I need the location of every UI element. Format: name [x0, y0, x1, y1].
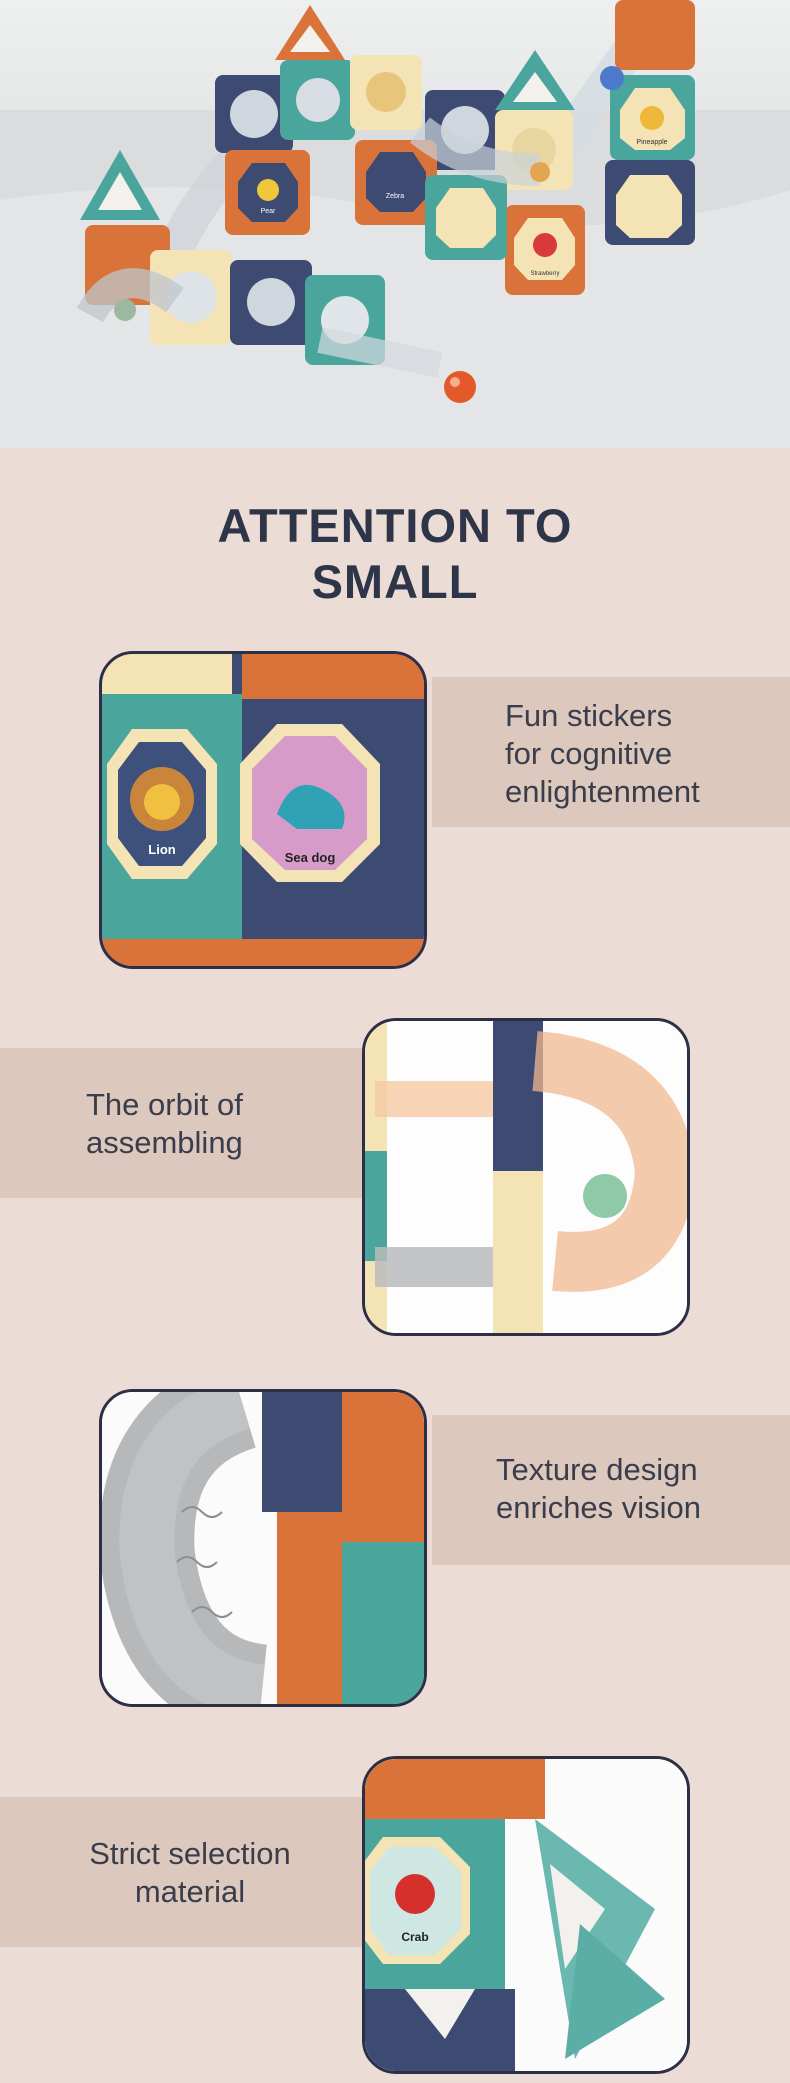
- toy-block: [425, 175, 507, 260]
- feature-4-line-2: material: [134, 1874, 246, 1909]
- toy-block: [215, 75, 293, 153]
- seal-sticker-icon: [277, 784, 345, 829]
- crab-sticker-icon: [395, 1874, 435, 1914]
- heading-line-1: ATTENTION TO: [217, 499, 573, 552]
- feature-band-1: [432, 677, 790, 827]
- feature-1-line-3: enlightenment: [505, 774, 700, 809]
- feature-band-2: [0, 1048, 362, 1198]
- marble-ball: [583, 1174, 627, 1218]
- toy-block: [350, 55, 422, 130]
- toy-block: Strawberry: [505, 205, 585, 295]
- toy-block: [615, 0, 695, 70]
- toy-block: [605, 160, 695, 245]
- toy-block: Pineapple: [610, 75, 695, 160]
- feature-band-3: [432, 1415, 790, 1565]
- heading-line-2: SMALL: [311, 555, 479, 608]
- feature-4-line-1: Strict selection: [89, 1836, 291, 1871]
- hero-product-image: Pineapple Pear: [0, 0, 790, 448]
- toy-block: [230, 260, 312, 345]
- marble-ball: [600, 66, 624, 90]
- feature-3-text: Texture design enriches vision: [496, 1451, 701, 1527]
- feature-4-photo: Crab: [362, 1756, 690, 2074]
- feature-2-photo: [362, 1018, 690, 1336]
- marble-ball: [444, 371, 476, 403]
- hero-sticker-label: Zebra: [386, 193, 404, 200]
- feature-2-line-1: The orbit of: [86, 1087, 243, 1122]
- feature-3-line-2: enriches vision: [496, 1490, 702, 1525]
- sticker-label-crab: Crab: [401, 1930, 428, 1944]
- feature-band-4: [0, 1797, 362, 1947]
- hero-sticker-label: Strawberry: [530, 271, 559, 277]
- hero-sticker-label: Pear: [261, 208, 276, 215]
- toy-block: Zebra: [355, 140, 437, 225]
- marble-run-toy-illustration: Pineapple Pear: [0, 0, 790, 448]
- marble-ball: [114, 299, 136, 321]
- feature-1-line-1: Fun stickers: [505, 698, 673, 733]
- feature-3-photo: [99, 1389, 427, 1707]
- feature-3-line-1: Texture design: [496, 1452, 698, 1487]
- section-heading: ATTENTION TO SMALL: [0, 498, 790, 610]
- feature-1-line-2: for cognitive: [505, 736, 673, 771]
- sticker-label-sea-dog: Sea dog: [285, 850, 336, 865]
- toy-block: Pear: [225, 150, 310, 235]
- feature-2-text: The orbit of assembling: [86, 1086, 243, 1162]
- hero-sticker-label: Pineapple: [636, 139, 667, 146]
- sticker-label-lion: Lion: [148, 842, 175, 857]
- toy-block: [280, 60, 355, 140]
- feature-1-text: Fun stickers for cognitive enlightenment: [505, 697, 700, 811]
- feature-2-line-2: assembling: [86, 1125, 243, 1160]
- feature-4-text: Strict selection material: [0, 1835, 380, 1911]
- feature-1-photo: Lion Sea dog: [99, 651, 427, 969]
- marble-ball: [530, 162, 550, 182]
